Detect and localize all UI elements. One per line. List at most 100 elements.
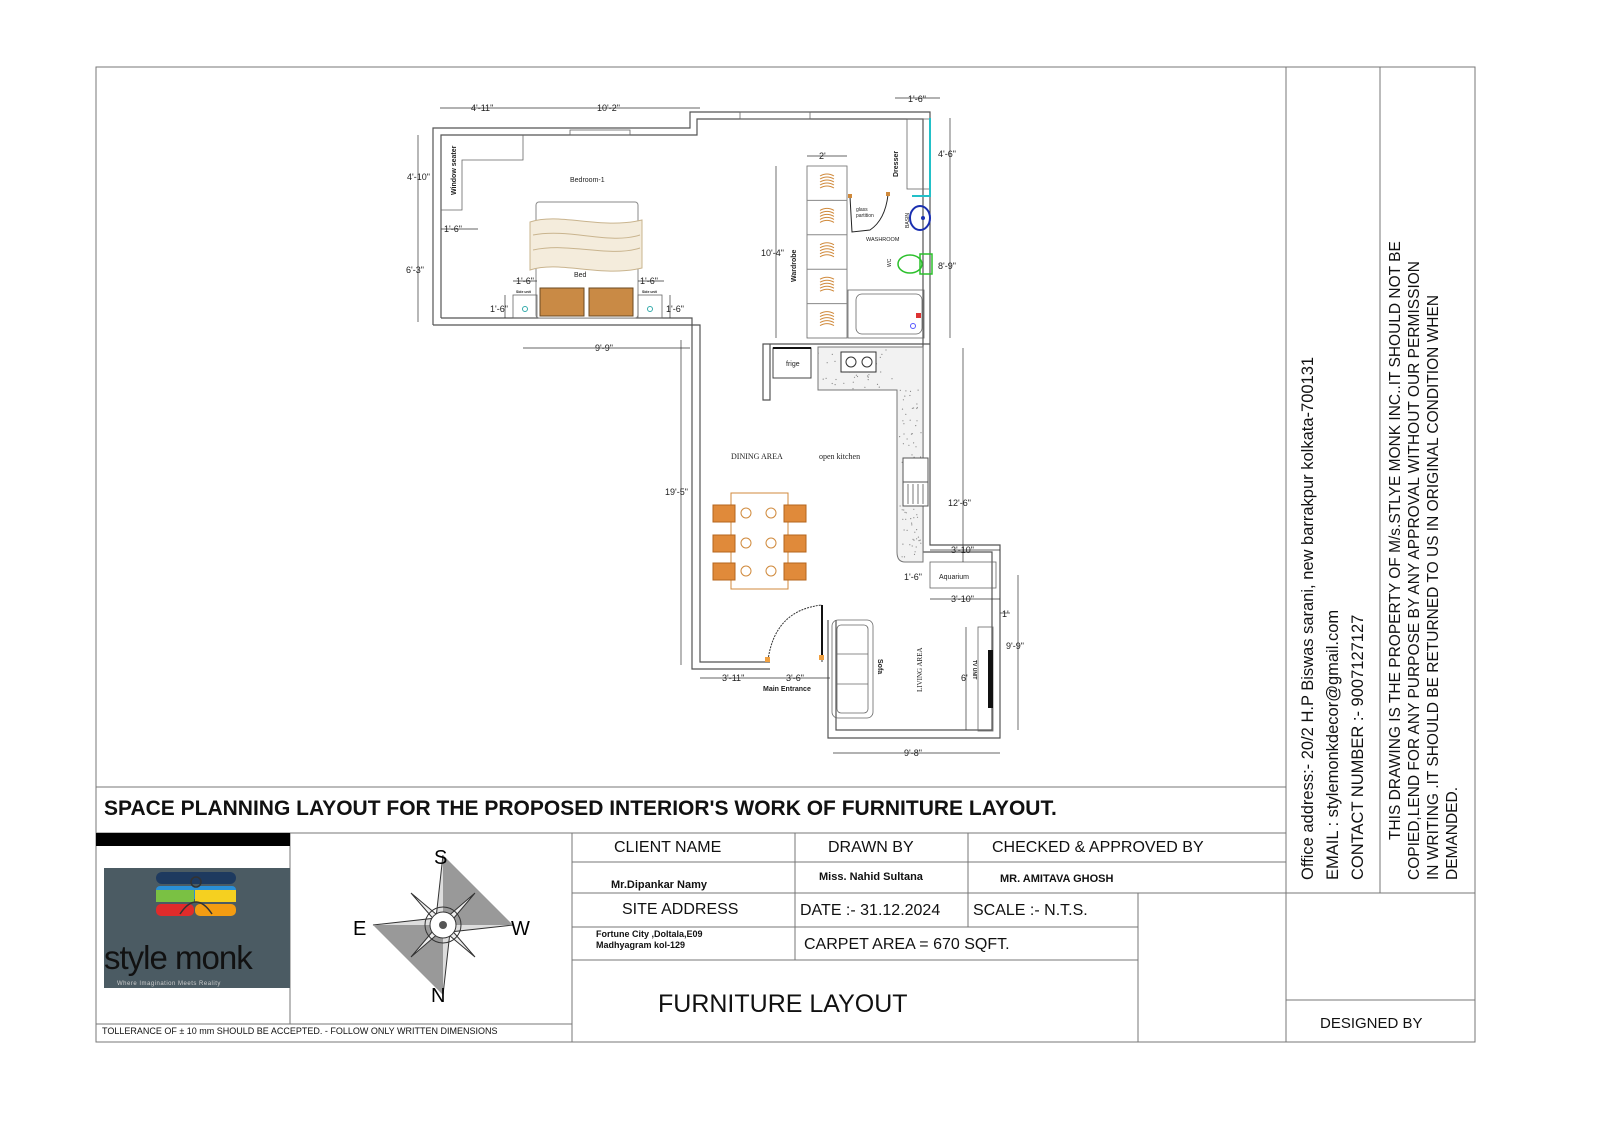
sink — [903, 458, 928, 506]
dimension-label: 1'-6" — [444, 224, 462, 234]
counter-speckle — [868, 377, 869, 378]
side-unit-label: Side unit — [516, 290, 532, 294]
counter-speckle — [916, 529, 917, 530]
dining-chair — [713, 535, 735, 552]
counter-speckle — [864, 387, 865, 388]
dimension-label: 10'-4" — [761, 248, 784, 258]
compass-west: W — [511, 918, 530, 940]
dimension-label: 4'-10" — [407, 172, 430, 182]
counter-speckle — [907, 438, 908, 439]
counter-speckle — [916, 420, 917, 421]
counter-speckle — [868, 374, 869, 375]
dimension-label: 1'-6" — [666, 304, 684, 314]
counter-speckle — [915, 425, 916, 426]
counter-speckle — [827, 362, 828, 363]
counter-speckle — [832, 383, 833, 384]
counter-speckle — [917, 517, 918, 518]
dimension-label: 1'-6" — [640, 276, 658, 286]
counter-speckle — [911, 524, 912, 525]
client-name-label: CLIENT NAME — [614, 839, 721, 857]
tv-unit-label: TV UNIT — [971, 660, 977, 679]
counter-speckle — [916, 514, 917, 515]
counter-speckle — [909, 544, 910, 545]
open-kitchen-label: open kitchen — [819, 452, 860, 461]
counter-speckle — [903, 509, 904, 510]
counter-speckle — [905, 414, 906, 415]
wardrobe-label: Wardrobe — [791, 249, 798, 282]
dimension-label: 3'-10" — [951, 545, 974, 555]
bathtub — [848, 290, 924, 338]
counter-speckle — [912, 539, 913, 540]
counter-speckle — [880, 357, 881, 358]
office-email: EMAIL : stylemonkdecor@gmail.com — [1321, 357, 1346, 880]
counter-speckle — [920, 432, 921, 433]
dining-table — [713, 493, 806, 589]
counter-speckle — [916, 546, 917, 547]
counter-speckle — [920, 540, 921, 541]
dining-plate — [766, 566, 776, 576]
bed — [530, 202, 642, 318]
counter-speckle — [912, 433, 913, 434]
drawing-title: SPACE PLANNING LAYOUT FOR THE PROPOSED I… — [104, 797, 1057, 821]
checked-by-value: MR. AMITAVA GHOSH — [1000, 873, 1113, 885]
counter-speckle — [911, 454, 912, 455]
dining-plate — [741, 508, 751, 518]
dresser-label: Dresser — [893, 151, 900, 177]
dining-plate — [741, 566, 751, 576]
counter-speckle — [913, 517, 914, 518]
designed-by-label: DESIGNED BY — [1320, 1015, 1423, 1032]
compass-east: E — [353, 918, 366, 940]
dimension-label: 4'-11" — [471, 103, 493, 113]
glass-partition — [848, 192, 890, 232]
counter-speckle — [900, 390, 901, 391]
counter-speckle — [910, 518, 911, 519]
window-seater-label: Window seater — [451, 145, 458, 195]
counter-speckle — [907, 530, 908, 531]
basin-label: BASIN — [905, 213, 911, 228]
counter-speckle — [918, 540, 919, 541]
dining-chair — [784, 563, 806, 580]
office-contact: CONTACT NUMBER :- 9007127127 — [1346, 357, 1371, 880]
dimension-label: 9'-9" — [1006, 641, 1024, 651]
disclaimer-line: COPIED,LEND FOR ANY PURPOSE BY ANY APPRO… — [1405, 241, 1424, 880]
counter-speckle — [904, 396, 905, 397]
main-entrance-label: Main Entrance — [763, 686, 811, 693]
logo-text: style monk — [104, 939, 253, 976]
counter-speckle — [856, 375, 857, 376]
counter-speckle — [867, 375, 868, 376]
style-monk-logo: style monk Where Imagination Meets Reali… — [96, 833, 290, 988]
counter-speckle — [904, 512, 905, 513]
dimension-label: 3'-6" — [786, 673, 804, 683]
counter-speckle — [915, 446, 916, 447]
office-details: Office address:- 20/2 H.P Biswas sarani,… — [1296, 357, 1371, 880]
counter-speckle — [918, 537, 919, 538]
counter-speckle — [854, 377, 855, 378]
counter-speckle — [914, 554, 915, 555]
counter-speckle — [902, 556, 903, 557]
counter-speckle — [905, 390, 906, 391]
scale-value: SCALE :- N.T.S. — [973, 902, 1088, 920]
counter-speckle — [904, 529, 905, 530]
site-address-label: SITE ADDRESS — [622, 901, 738, 919]
dimension-label: 6' — [961, 673, 968, 683]
dimension-label: 2' — [819, 151, 826, 161]
dining-plate — [741, 538, 751, 548]
counter-speckle — [826, 378, 827, 379]
counter-speckle — [852, 388, 853, 389]
counter-speckle — [902, 519, 903, 520]
counter-speckle — [908, 445, 909, 446]
dimension-label: 6'-3" — [406, 265, 424, 275]
living-area-label: LIVING AREA — [916, 647, 924, 692]
dimension-label: 1'-6" — [516, 276, 534, 286]
wc-label: WC — [887, 258, 893, 267]
counter-speckle — [879, 387, 880, 388]
site-address-line1: Fortune City ,Doltala,E09 — [596, 929, 703, 939]
compass-north: N — [431, 985, 445, 1007]
counter-speckle — [832, 354, 833, 355]
dining-plate — [766, 538, 776, 548]
compass-south: S — [434, 847, 447, 869]
counter-speckle — [835, 384, 836, 385]
client-name-value: Mr.Dipankar Namy — [611, 879, 707, 891]
counter-speckle — [902, 409, 903, 410]
counter-speckle — [900, 505, 901, 506]
